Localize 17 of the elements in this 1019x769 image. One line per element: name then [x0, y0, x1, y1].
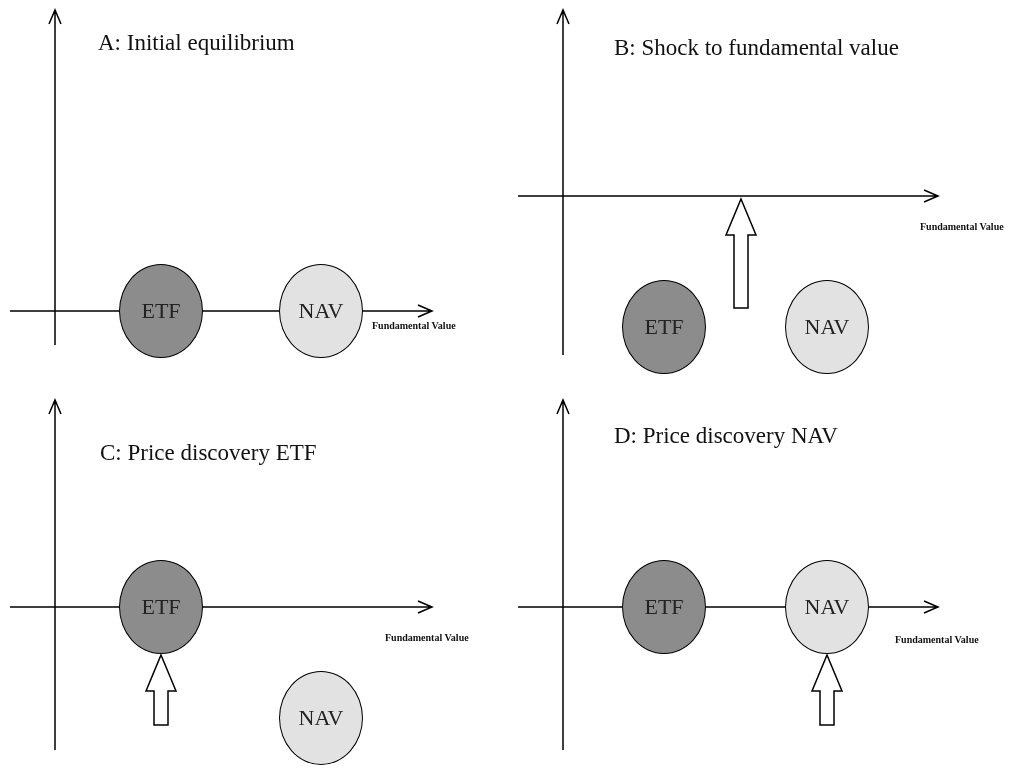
node-label: NAV [298, 705, 344, 731]
arrow [144, 653, 178, 726]
node-label: NAV [298, 298, 344, 324]
panel-title: A: Initial equilibrium [98, 30, 295, 56]
node-label: NAV [804, 314, 850, 340]
axis-label: Fundamental Value [895, 634, 979, 645]
panel-title: C: Price discovery ETF [100, 440, 317, 466]
node-label: ETF [141, 594, 181, 620]
node-label: ETF [141, 298, 181, 324]
axis-label: Fundamental Value [385, 632, 469, 643]
node-label: NAV [804, 594, 850, 620]
node-label: ETF [644, 594, 684, 620]
node-label: ETF [644, 314, 684, 340]
panel-title: D: Price discovery NAV [614, 423, 838, 449]
axis-label: Fundamental Value [920, 221, 1004, 232]
arrow [810, 653, 844, 726]
panel-title: B: Shock to fundamental value [614, 35, 899, 61]
